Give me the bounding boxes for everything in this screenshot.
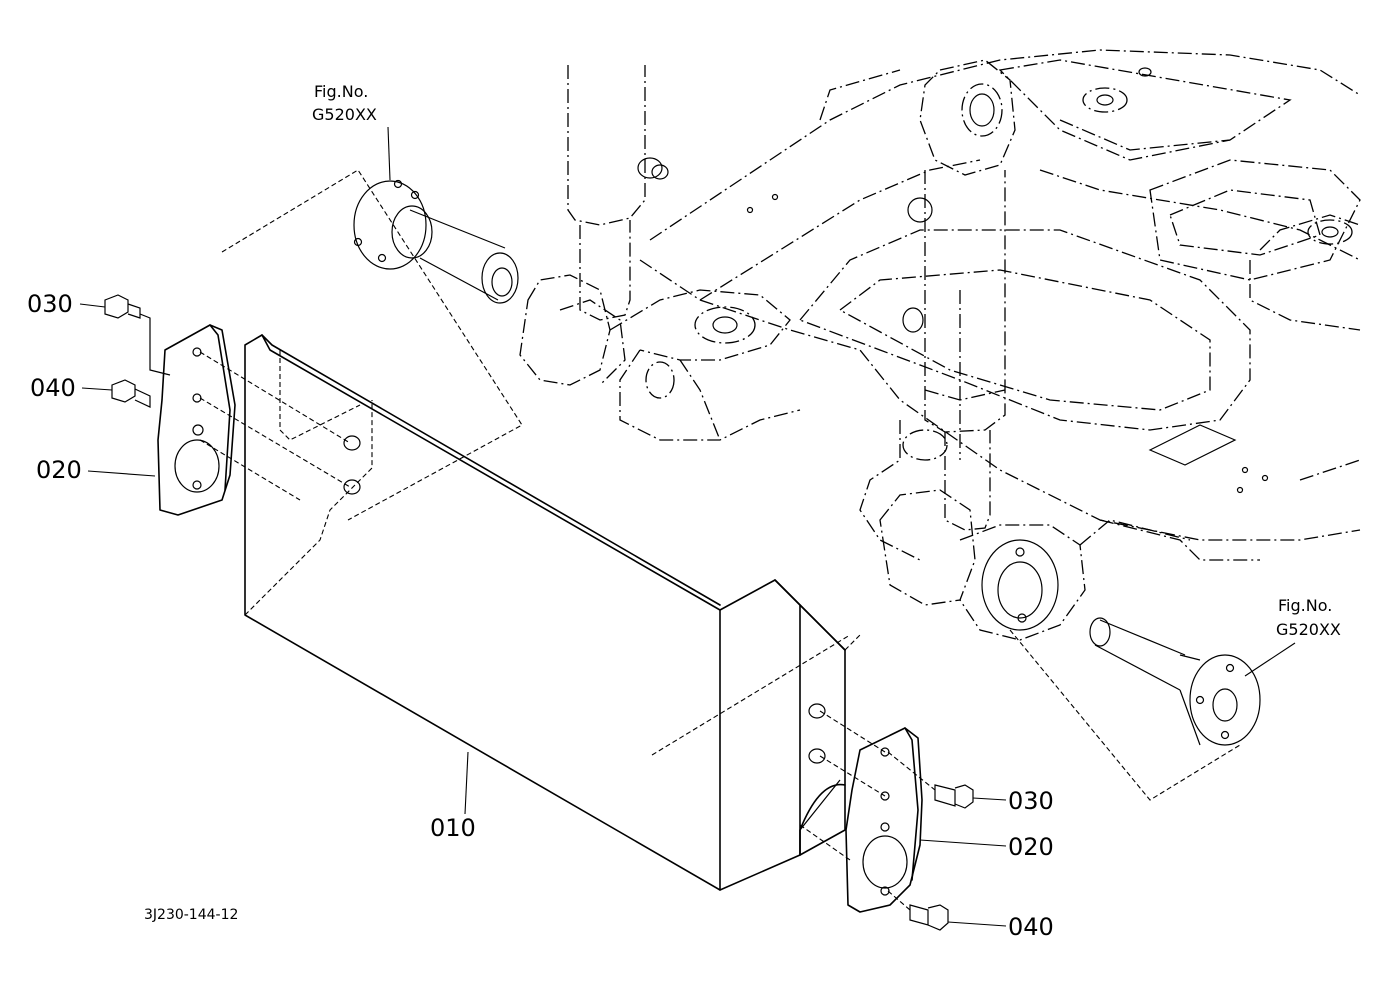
bracket-020-left (157, 324, 361, 516)
leader-lines (79, 126, 1296, 927)
bracket-020-right (808, 703, 923, 913)
right-cylinder-phantom (879, 59, 1191, 641)
fig-ref-right-line2: G520XX (1276, 620, 1341, 639)
fig-ref-left-line2: G520XX (312, 105, 377, 124)
pin-left (221, 169, 523, 521)
pin-right (1009, 617, 1261, 801)
fig-ref-right-line1: Fig.No. (1278, 596, 1332, 615)
machine-frame-phantom (639, 49, 1361, 561)
callout-020-right: 020 (1008, 833, 1054, 861)
bolts-left (104, 294, 351, 501)
callout-030-left: 030 (27, 290, 73, 318)
callout-020-left: 020 (36, 456, 82, 484)
callout-030-right: 030 (1008, 787, 1054, 815)
bolts-right (799, 710, 974, 931)
fig-ref-left-line1: Fig.No. (314, 82, 368, 101)
left-cylinder-phantom (519, 65, 801, 441)
document-id: 3J230-144-12 (144, 907, 238, 923)
callout-040-left: 040 (30, 374, 76, 402)
callout-010: 010 (430, 814, 476, 842)
cover-010 (244, 334, 861, 891)
callout-040-right: 040 (1008, 913, 1054, 941)
